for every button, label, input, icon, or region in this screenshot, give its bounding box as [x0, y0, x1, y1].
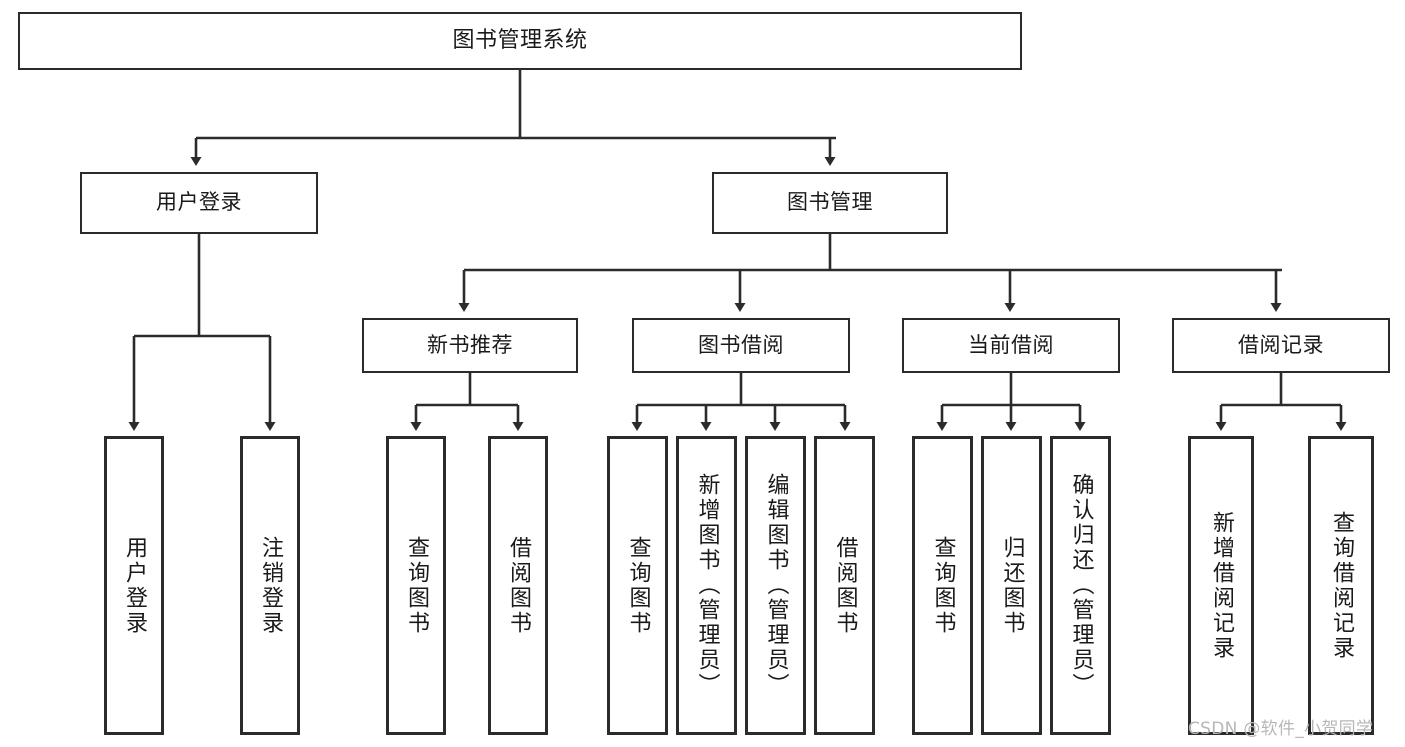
- node-label: 新书推荐: [427, 332, 513, 357]
- node-label: 确认归还（管理员）: [1068, 473, 1094, 698]
- leaf-book-borrow-edit-book-admin[interactable]: 编辑图书（管理员）: [745, 436, 806, 735]
- leaf-user-login-login[interactable]: 用户登录: [104, 436, 164, 735]
- leaf-borrow-record-add-record[interactable]: 新增借阅记录: [1188, 436, 1254, 735]
- leaf-borrow-record-query-record[interactable]: 查询借阅记录: [1308, 436, 1374, 735]
- watermark-text: CSDN @软件_小贺同学: [1188, 719, 1374, 739]
- leaf-current-borrow-confirm-return-admin[interactable]: 确认归还（管理员）: [1050, 436, 1111, 735]
- leaf-book-borrow-query-book[interactable]: 查询图书: [607, 436, 668, 735]
- node-user-login[interactable]: 用户登录: [80, 172, 318, 234]
- node-label: 查询借阅记录: [1329, 510, 1354, 661]
- node-label: 注销登录: [258, 535, 283, 636]
- leaf-book-borrow-borrow-book[interactable]: 借阅图书: [814, 436, 875, 735]
- node-label: 图书管理系统: [452, 27, 588, 53]
- node-label: 归还图书: [999, 535, 1025, 636]
- node-label: 借阅图书: [832, 535, 858, 636]
- leaf-current-borrow-query-book[interactable]: 查询图书: [912, 436, 973, 735]
- node-borrow-record[interactable]: 借阅记录: [1172, 318, 1390, 373]
- node-new-book-recommend[interactable]: 新书推荐: [362, 318, 578, 373]
- node-label: 图书借阅: [698, 332, 784, 357]
- node-root-book-management-system[interactable]: 图书管理系统: [18, 12, 1022, 70]
- node-label: 查询图书: [930, 535, 956, 636]
- leaf-new-book-query-book[interactable]: 查询图书: [386, 436, 446, 735]
- node-label: 当前借阅: [968, 332, 1054, 357]
- node-label: 查询图书: [404, 535, 429, 636]
- leaf-new-book-borrow-book[interactable]: 借阅图书: [488, 436, 548, 735]
- node-label: 用户登录: [156, 190, 242, 215]
- node-label: 借阅图书: [506, 535, 531, 636]
- leaf-current-borrow-return-book[interactable]: 归还图书: [981, 436, 1042, 735]
- node-book-borrow[interactable]: 图书借阅: [632, 318, 850, 373]
- node-label: 新增借阅记录: [1209, 510, 1234, 661]
- node-book-management[interactable]: 图书管理: [712, 172, 948, 234]
- node-label: 查询图书: [625, 535, 651, 636]
- node-label: 编辑图书（管理员）: [763, 473, 789, 698]
- node-label: 借阅记录: [1238, 332, 1324, 357]
- leaf-book-borrow-add-book-admin[interactable]: 新增图书（管理员）: [676, 436, 737, 735]
- node-current-borrow[interactable]: 当前借阅: [902, 318, 1120, 373]
- node-label: 图书管理: [787, 190, 873, 215]
- leaf-user-login-logout[interactable]: 注销登录: [240, 436, 300, 735]
- node-label: 新增图书（管理员）: [694, 473, 720, 698]
- node-label: 用户登录: [122, 535, 147, 636]
